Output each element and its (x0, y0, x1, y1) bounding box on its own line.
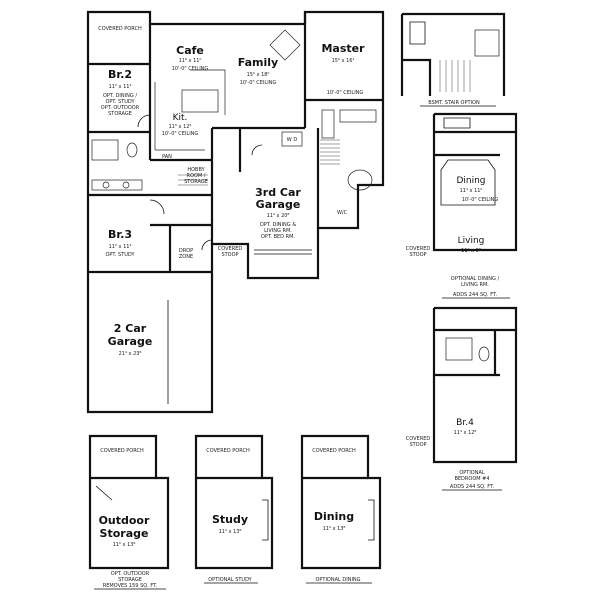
kit-note: 10'-0" CEILING (162, 131, 199, 137)
covered-stoop-label-1: COVERED (218, 246, 243, 252)
kit-label: Kit. (173, 113, 188, 123)
opt-os-dim: 11⁰ x 13⁸ (113, 542, 136, 548)
opt-dining-porch: COVERED PORCH (312, 448, 356, 454)
opt-living-dim: 11⁴ x 9⁸ (461, 248, 481, 254)
garage2-label-1: 2 Car (114, 322, 147, 335)
optional-outdoor-storage: COVERED PORCH Outdoor Storage 11⁰ x 13⁸ … (88, 434, 170, 589)
opt-dining-dim: 11⁴ x 11⁰ (460, 188, 483, 194)
br2-dim: 11⁰ x 11⁴ (109, 84, 132, 90)
bsmt-stair-option: BSMT. STAIR OPTION (400, 12, 506, 106)
opt-dining-caption: OPTIONAL DINING (315, 577, 360, 583)
opt-os-porch: COVERED PORCH (100, 448, 144, 454)
cafe-note: 10'-0" CEILING (172, 66, 209, 72)
opt-br4-caption-3: ADDS 244 SQ. FT. (450, 484, 495, 490)
walk-in-closet-label: W/C (337, 210, 348, 216)
opt-study-name: Study (212, 513, 248, 526)
br2-note1: OPT. DINING / (103, 93, 137, 99)
opt-br4-stoop-1: COVERED (406, 436, 431, 442)
kit-dim: 11⁶ x 12⁴ (169, 124, 192, 130)
family-dim: 15⁰ x 18⁰ (247, 72, 270, 78)
family-note: 10'-0" CEILING (240, 80, 277, 86)
br4-label: Br.4 (456, 418, 474, 428)
master-label: Master (321, 42, 365, 55)
opt-os-caption-2: STORAGE (118, 577, 142, 583)
bsmt-caption: BSMT. STAIR OPTION (428, 100, 480, 106)
hobby-label-3: STORAGE (184, 179, 208, 185)
opt-living-label: Living (458, 236, 485, 246)
garage3-label-1: 3rd Car (255, 186, 301, 199)
master-note: 10'-0" CEILING (327, 90, 364, 96)
cafe-label: Cafe (176, 44, 204, 57)
garage2-label-2: Garage (108, 335, 153, 348)
garage3-note1: OPT. DINING & (260, 222, 296, 228)
hobby-label-2: ROOM / (187, 173, 206, 179)
drop-zone-label-1: DROP (179, 248, 193, 254)
opt-study-dim: 11⁰ x 13⁸ (219, 529, 242, 535)
br3-label: Br.3 (108, 228, 132, 241)
opt-br4-caption-2: BEDROOM #4 (454, 476, 489, 482)
cafe-dim: 11⁶ x 11⁰ (179, 58, 202, 64)
optional-dining-living: Dining 11⁴ x 11⁰ 10'-0" CEILING Living 1… (406, 112, 518, 298)
caption-underlines (94, 105, 510, 590)
opt-dl-caption-3: ADDS 244 SQ. FT. (453, 292, 498, 298)
optional-dining: COVERED PORCH Dining 11⁰ x 13⁸ OPTIONAL … (300, 434, 382, 583)
opt-os-name-2: Storage (100, 527, 149, 540)
br3-dim: 11⁰ x 11⁴ (109, 244, 132, 250)
opt-dl-stoop-2: STOOP (409, 252, 426, 258)
pantry-label: PAN (162, 154, 172, 160)
opt-dining-room-name: Dining (314, 510, 354, 523)
optional-study: COVERED PORCH Study 11⁰ x 13⁸ OPTIONAL S… (194, 434, 274, 583)
family-label: Family (238, 56, 278, 69)
br2-note3: OPT. OUTDOOR (101, 105, 140, 111)
opt-os-caption-1: OPT. OUTDOOR (111, 571, 150, 577)
covered-porch-label: COVERED PORCH (98, 26, 142, 32)
opt-dining-label: Dining (456, 176, 485, 186)
opt-dl-stoop-1: COVERED (406, 246, 431, 252)
covered-stoop-label-2: STOOP (221, 252, 238, 258)
garage2-dim: 21⁴ x 23⁸ (119, 351, 142, 357)
opt-dining-room-dim: 11⁰ x 13⁸ (323, 526, 346, 532)
master-dim: 15⁰ x 16⁴ (332, 58, 355, 64)
opt-os-caption-3: REMOVES 159 SQ. FT. (103, 583, 158, 589)
optional-bedroom-4: Br.4 11⁴ x 12⁸ COVERED STOOP OPTIONAL BE… (406, 306, 518, 490)
opt-br4-caption-1: OPTIONAL (459, 470, 485, 476)
opt-dl-caption-2: LIVING RM. (461, 282, 489, 288)
main-floor-plan: COVERED PORCH Cafe 11⁶ x 11⁰ 10'-0" CEIL… (86, 10, 385, 414)
hobby-label-1: HOBBY (187, 167, 205, 173)
covered-porch-top (87, 11, 151, 65)
garage3-note2: LIVING RM. (264, 228, 292, 234)
garage3-label-2: Garage (256, 198, 301, 211)
br2-label: Br.2 (108, 68, 132, 81)
opt-study-caption: OPTIONAL STUDY (208, 577, 252, 583)
drop-zone-label-2: ZONE (179, 254, 193, 260)
garage3-dim: 11⁴ x 20⁸ (267, 213, 290, 219)
opt-dining-note: 10'-0" CEILING (462, 197, 499, 203)
washer-dryer-label: W D (287, 137, 298, 143)
br4-dim: 11⁴ x 12⁸ (454, 430, 477, 436)
opt-os-name-1: Outdoor (99, 514, 150, 527)
garage3-note3: OPT. BED RM. (261, 234, 295, 240)
opt-study-porch: COVERED PORCH (206, 448, 250, 454)
br2-note2: OPT. STUDY (105, 99, 135, 105)
br2-note4: STORAGE (108, 111, 132, 117)
opt-dl-caption-1: OPTIONAL DINING / (451, 276, 500, 282)
opt-br4-stoop-2: STOOP (409, 442, 426, 448)
br3-note: OPT. STUDY (105, 252, 135, 258)
